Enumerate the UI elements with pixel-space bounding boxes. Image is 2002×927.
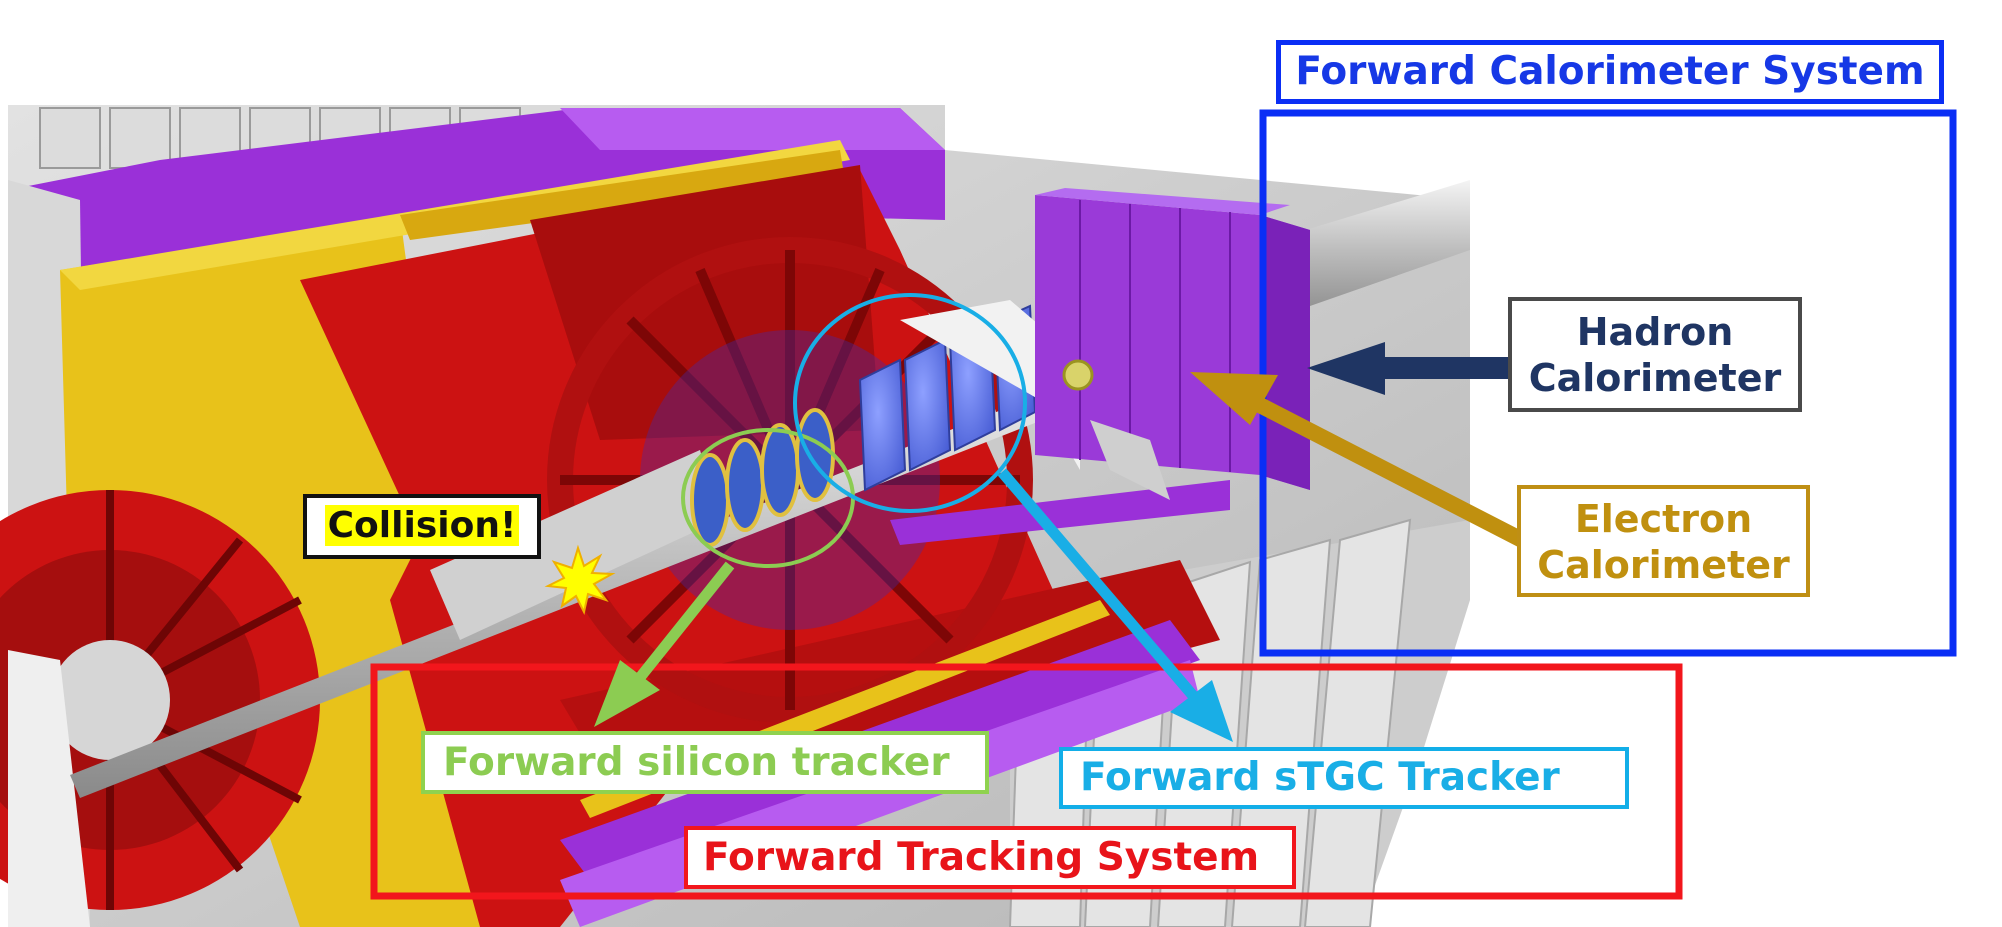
silicon-tracker-arrow: [594, 561, 735, 727]
collision-star-icon: [544, 544, 616, 615]
forward-stgc-tracker-label: Forward sTGC Tracker: [1059, 747, 1629, 809]
stgc-tracker-highlight: [793, 293, 1027, 513]
stgc-tracker-arrow: [997, 468, 1233, 742]
electron-calorimeter-label-line2: Calorimeter: [1537, 543, 1790, 587]
purple-inner-strip: [890, 480, 1230, 545]
left-endcap: [0, 490, 320, 927]
electron-calorimeter-label: Electron Calorimeter: [1517, 485, 1810, 597]
silicon-tracker-disks: [690, 408, 835, 547]
collision-label: Collision!: [303, 494, 541, 559]
forward-calorimeter-system-label: Forward Calorimeter System: [1276, 40, 1944, 104]
forward-silicon-tracker-label: Forward silicon tracker: [421, 731, 989, 794]
collision-label-text: Collision!: [324, 505, 520, 546]
forward-tracking-system-label: Forward Tracking System: [684, 826, 1296, 889]
electron-calorimeter-label-line1: Electron: [1574, 497, 1753, 541]
electron-calorimeter-arrow: [1190, 372, 1526, 548]
forward-tracking-system-frame: [370, 663, 1683, 900]
hadron-calorimeter-arrow: [1307, 342, 1512, 395]
forward-calorimeter-module: [1035, 188, 1310, 490]
hadron-calorimeter-label: Hadron Calorimeter: [1508, 297, 1802, 412]
hadron-calorimeter-label-line2: Calorimeter: [1528, 356, 1782, 400]
hadron-calorimeter-label-line1: Hadron: [1576, 310, 1734, 354]
